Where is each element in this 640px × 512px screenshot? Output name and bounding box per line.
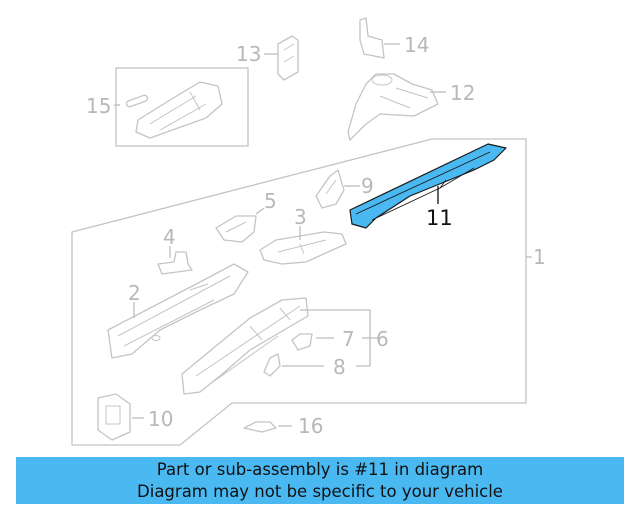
part-11-highlighted bbox=[349, 143, 507, 229]
callout-7: 7 bbox=[342, 327, 355, 351]
callout-3: 3 bbox=[294, 205, 307, 229]
part-4 bbox=[157, 251, 193, 275]
info-banner: Part or sub-assembly is #11 in diagram D… bbox=[16, 457, 624, 504]
callout-9: 9 bbox=[361, 174, 374, 198]
callout-2: 2 bbox=[128, 281, 141, 305]
callout-1: 1 bbox=[533, 245, 546, 269]
banner-line-part: Part or sub-assembly is #11 in diagram bbox=[156, 460, 484, 479]
part-16 bbox=[243, 421, 277, 433]
part-6-assembly bbox=[181, 297, 309, 395]
callout-10: 10 bbox=[148, 407, 173, 431]
part-2 bbox=[107, 263, 249, 359]
part-8 bbox=[263, 353, 281, 377]
banner-line-disclaimer: Diagram may not be specific to your vehi… bbox=[137, 482, 503, 501]
callout-13: 13 bbox=[236, 42, 261, 66]
part-7 bbox=[291, 333, 313, 351]
part-15 bbox=[125, 81, 223, 139]
part-5 bbox=[215, 215, 257, 243]
leader-5 bbox=[255, 207, 265, 215]
assembly-frame bbox=[71, 138, 527, 446]
callout-4: 4 bbox=[163, 225, 176, 249]
part-10 bbox=[97, 393, 131, 441]
subassembly-box-15 bbox=[115, 67, 249, 147]
callout-5: 5 bbox=[264, 189, 277, 213]
callout-8: 8 bbox=[333, 355, 346, 379]
leader-6-bracket bbox=[300, 309, 378, 367]
callout-6: 6 bbox=[376, 327, 389, 351]
part-13 bbox=[277, 35, 299, 81]
parts-diagram: 1 2 3 4 5 6 7 8 9 10 11 12 13 14 15 16 bbox=[71, 17, 546, 446]
callout-14: 14 bbox=[404, 33, 429, 57]
callout-16: 16 bbox=[298, 414, 323, 438]
part-12 bbox=[347, 73, 439, 141]
callout-11: 11 bbox=[426, 206, 453, 230]
part-14 bbox=[359, 17, 385, 59]
callout-15: 15 bbox=[86, 94, 111, 118]
part-3 bbox=[259, 231, 347, 265]
callout-12: 12 bbox=[450, 81, 475, 105]
part-9 bbox=[315, 169, 345, 209]
